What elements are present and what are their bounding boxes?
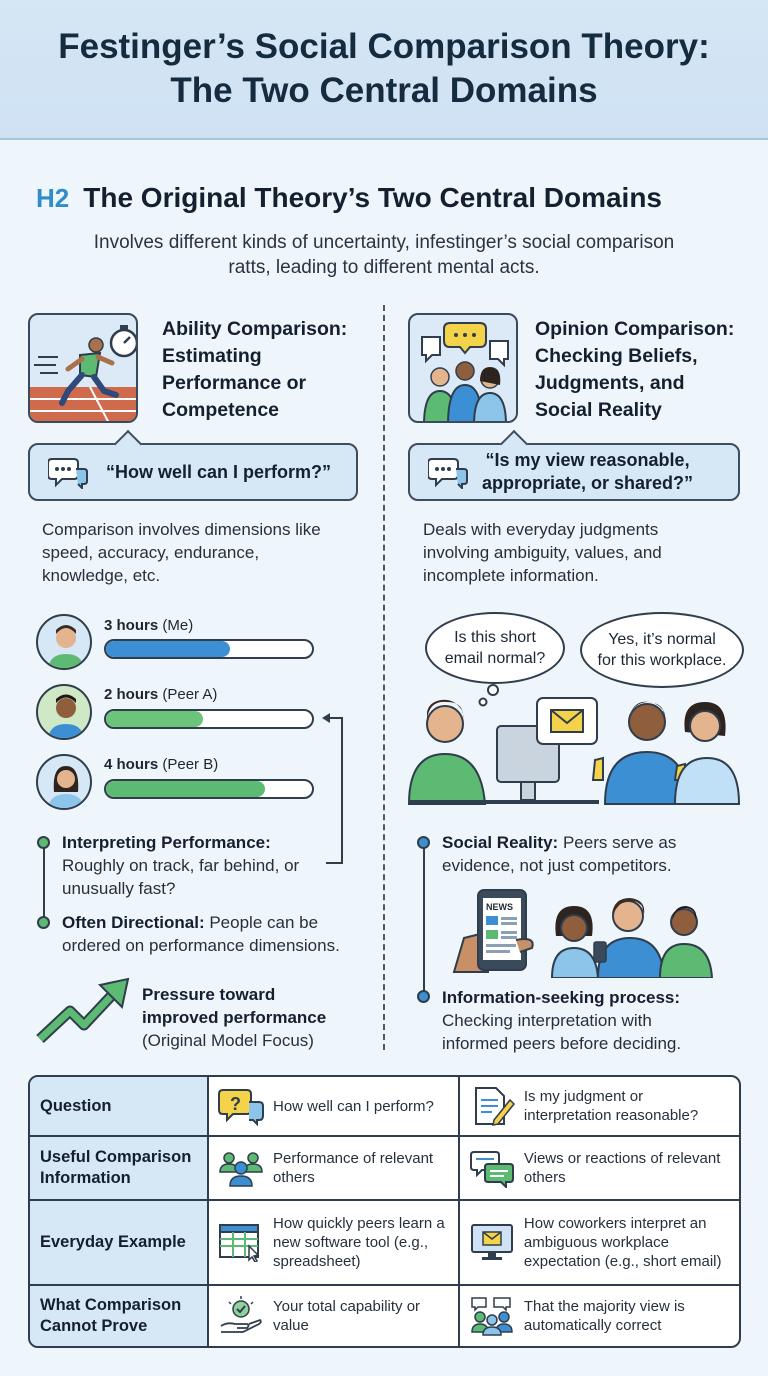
avatar-peer-a — [36, 684, 92, 740]
table-cell: How coworkers interpret an ambiguous wor… — [459, 1201, 739, 1286]
group-icon — [421, 322, 509, 421]
opinion-title: Opinion Comparison:Checking Beliefs, Jud… — [535, 318, 735, 421]
table-cell: ? How well can I perform? — [209, 1077, 460, 1138]
title-line-2: The Two Central Domains — [170, 71, 598, 110]
email-monitor-icon — [470, 1224, 513, 1261]
table-cell: Is my judgment or interpretation reasona… — [459, 1077, 739, 1138]
bullet-interpreting-performance: Interpreting Performance:Roughly on trac… — [62, 833, 300, 898]
bar-fill-peer-a — [106, 711, 203, 727]
bar-peer-a — [104, 709, 314, 729]
table-row: What Comparison Cannot Prove Your total … — [30, 1285, 739, 1346]
title-line-1: Festinger’s Social Comparison Theory: — [58, 27, 710, 66]
group-icon — [471, 1297, 513, 1336]
ability-title: Ability Comparison:Estimating Performanc… — [162, 318, 348, 421]
group-discussion-illustration — [408, 313, 518, 423]
section-title: The Original Theory’s Two Central Domain… — [83, 182, 663, 213]
page-title: Festinger’s Social Comparison Theory: Th… — [58, 25, 710, 113]
svg-text:?: ? — [230, 1094, 241, 1114]
ability-question-bubble: “How well can I perform?” — [28, 429, 358, 501]
table-row: Question ? How well can I perform? Is my… — [30, 1077, 739, 1138]
table-cell: Views or reactions of relevant others — [459, 1137, 739, 1201]
row-header: Everyday Example — [30, 1200, 209, 1286]
table-cell: That the majority view is automatically … — [460, 1286, 739, 1346]
section-intro: Involves different kinds of uncertainty,… — [40, 230, 728, 280]
runner-illustration — [28, 313, 138, 423]
bar-fill-me — [106, 641, 230, 657]
avatar-me — [36, 614, 92, 670]
news-label: NEWS — [486, 902, 513, 912]
workplace-scene — [407, 684, 741, 805]
people-icon — [219, 1152, 263, 1187]
bullet-dot — [417, 990, 430, 1003]
table-cell: Your total capability or value — [209, 1285, 460, 1346]
row-header: What Comparison Cannot Prove — [30, 1285, 209, 1346]
bullet-dot — [37, 916, 50, 929]
bar-label-peer-b: 4 hours (Peer B) — [104, 756, 219, 773]
spreadsheet-icon — [219, 1224, 260, 1263]
intro-line-2: ratts, leading to different mental acts. — [228, 257, 540, 278]
bar-label-me: 3 hours (Me) — [104, 617, 194, 634]
ability-question: “How well can I perform?” — [106, 461, 332, 482]
news-and-peers-illustration: NEWS — [452, 889, 714, 978]
bullet-information-seeking: Information-seeking process:Checking int… — [442, 988, 682, 1053]
comparison-bracket — [322, 713, 343, 864]
intro-line-1: Involves different kinds of uncertainty,… — [93, 232, 675, 253]
question-icon: ? — [218, 1089, 264, 1127]
table-row: Everyday Example How quickly peers learn… — [30, 1200, 739, 1286]
hand-check-icon — [220, 1295, 262, 1333]
trend-arrow-icon — [36, 977, 130, 1044]
chat-bubbles-icon — [469, 1151, 514, 1189]
bullet-dot — [37, 836, 50, 849]
bar-me — [104, 639, 314, 659]
table-cell: Performance of relevant others — [209, 1137, 460, 1201]
opinion-question-bubble: “Is my view reasonable,appropriate, or s… — [408, 429, 740, 501]
row-header: Question — [30, 1077, 209, 1138]
heading-level-tag: H2 — [36, 183, 70, 213]
document-pen-icon — [474, 1087, 515, 1127]
bar-fill-peer-b — [106, 781, 265, 797]
table-cell: How quickly peers learn a new software t… — [209, 1200, 460, 1286]
table-row: Useful Comparison Information Performanc… — [30, 1137, 739, 1201]
opinion-question: “Is my view reasonable,appropriate, or s… — [482, 450, 694, 493]
bar-peer-b — [104, 779, 314, 799]
page-header: Festinger’s Social Comparison Theory: Th… — [0, 0, 768, 140]
bullet-dot — [417, 836, 430, 849]
runner-icon — [30, 325, 136, 421]
row-header: Useful Comparison Information — [30, 1137, 209, 1201]
avatar-peer-b — [36, 754, 92, 810]
bar-label-peer-a: 2 hours (Peer A) — [104, 686, 218, 703]
stopwatch-icon — [109, 325, 136, 358]
comparison-table: Question ? How well can I perform? Is my… — [28, 1075, 741, 1348]
chat-icon — [48, 458, 88, 489]
column-divider — [383, 305, 385, 1050]
email-notification-icon — [536, 697, 598, 745]
chat-icon — [428, 458, 468, 489]
section-heading: H2 The Original Theory’s Two Central Dom… — [36, 182, 662, 214]
